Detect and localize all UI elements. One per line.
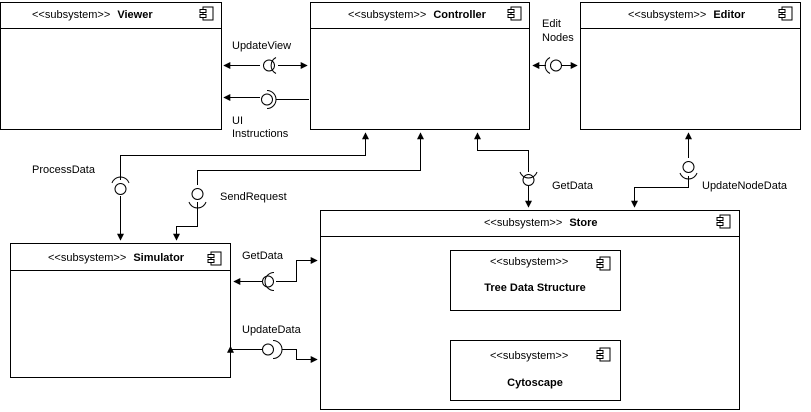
update-node-data-label: UpdateNodeData xyxy=(702,180,788,192)
svg-text:<<subsystem>> Editor: <<subsystem>> Editor xyxy=(628,9,746,21)
editor-stereotype: <<subsystem>> xyxy=(628,9,706,21)
viewer-component[interactable]: <<subsystem>> Viewer xyxy=(0,2,222,130)
controller-title: Controller xyxy=(433,9,486,21)
update-data-label: UpdateData xyxy=(242,324,302,336)
simulator-stereotype: <<subsystem>> xyxy=(48,252,126,264)
simulator-title: Simulator xyxy=(133,252,184,264)
update-node-data-connector xyxy=(631,132,698,208)
svg-text:<<subsystem>> Controller: <<subsystem>> Controller xyxy=(348,9,487,21)
edit-nodes-connector xyxy=(532,57,578,74)
svg-text:<<subsystem>> Simulator: <<subsystem>> Simulator xyxy=(48,252,185,264)
edit-nodes-label-1: Edit xyxy=(542,18,561,30)
cytoscape-stereotype: <<subsystem>> xyxy=(490,350,568,362)
store-title: Store xyxy=(569,217,597,229)
tree-data-structure-component[interactable]: <<subsystem>> Tree Data Structure xyxy=(450,250,621,311)
update-view-connector xyxy=(223,57,308,74)
simulator-component[interactable]: <<subsystem>> Simulator xyxy=(10,243,231,378)
viewer-title: Viewer xyxy=(117,9,153,21)
edit-nodes-label-2: Nodes xyxy=(542,32,574,44)
controller-component[interactable]: <<subsystem>> Controller xyxy=(310,2,530,130)
get-data-simulator-connector xyxy=(233,257,318,291)
process-data-label: ProcessData xyxy=(32,164,96,176)
tree-stereotype: <<subsystem>> xyxy=(490,256,568,268)
editor-title: Editor xyxy=(713,9,745,21)
svg-text:<<subsystem>> Viewer: <<subsystem>> Viewer xyxy=(32,9,153,21)
send-request-connector xyxy=(173,132,424,241)
process-data-connector xyxy=(111,132,369,241)
get-data-simulator-label: GetData xyxy=(242,250,284,262)
send-request-label: SendRequest xyxy=(220,191,287,203)
store-stereotype: <<subsystem>> xyxy=(484,217,562,229)
update-view-label: UpdateView xyxy=(232,40,291,52)
controller-stereotype: <<subsystem>> xyxy=(348,9,426,21)
cytoscape-component[interactable]: <<subsystem>> Cytoscape xyxy=(450,340,621,401)
cytoscape-title: Cytoscape xyxy=(507,377,563,389)
ui-instructions-connector xyxy=(223,90,309,109)
get-data-controller-connector xyxy=(474,132,538,208)
get-data-controller-label: GetData xyxy=(552,180,594,192)
editor-component[interactable]: <<subsystem>> Editor xyxy=(580,2,801,130)
ui-instructions-label-2: Instructions xyxy=(232,128,289,140)
update-data-connector xyxy=(227,340,318,363)
tree-title: Tree Data Structure xyxy=(484,282,585,294)
ui-instructions-label-1: UI xyxy=(232,115,243,127)
viewer-stereotype: <<subsystem>> xyxy=(32,9,110,21)
svg-text:<<subsystem>> Store: <<subsystem>> Store xyxy=(484,217,597,229)
